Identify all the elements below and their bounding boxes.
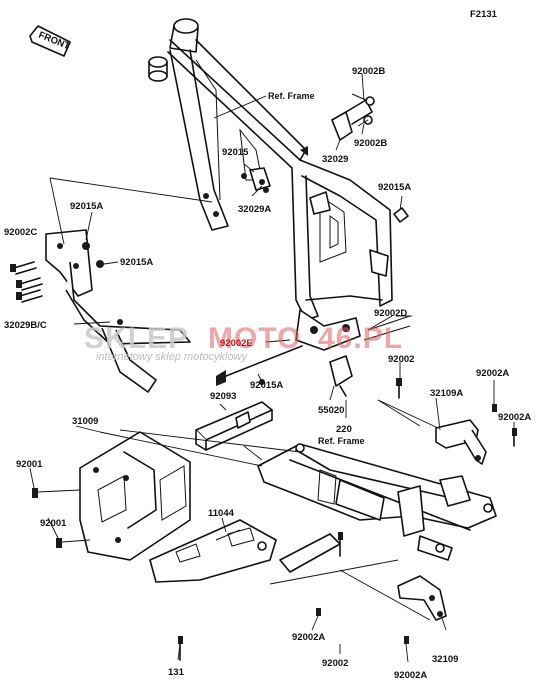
bracket-32029bc-illustration [10,229,191,393]
label-92015a-right: 92015A [378,182,411,193]
label-92001-a: 92001 [16,459,43,470]
label-92002e: 92002E [220,338,253,349]
plate-11044-illustration [149,519,277,583]
label-92093: 92093 [210,391,236,402]
label-92002b-b: 92002B [354,138,387,149]
label-92002-right: 92002 [388,354,414,365]
label-92015a-left: 92015A [70,201,103,212]
label-32029: 32029 [322,154,348,165]
label-55020: 55020 [318,405,344,416]
part-labels: Ref. Frame 92002B 92002B 32029 92015 320… [4,66,531,681]
label-92002a-right: 92002A [476,368,509,379]
label-92001-b: 92001 [40,518,67,529]
watermark: SKLEP MOTO 46.PL internetowy sklep motoc… [84,322,403,363]
label-ref-frame-low: Ref. Frame [318,436,365,446]
label-92002c: 92002C [4,227,37,238]
label-92002a-bottom2: 92002A [394,670,427,681]
label-92015: 92015 [222,147,249,158]
cover-92093-illustration [195,401,273,451]
label-92002a-bottom1: 92002A [292,632,325,643]
fastener-group-upper [216,179,411,399]
label-31009: 31009 [72,416,98,427]
bracket-32109a-illustration [435,404,517,465]
label-220: 220 [336,424,352,435]
watermark-brand-left: SKLEP [84,322,189,355]
label-92015a-mid: 92015A [120,257,153,268]
watermark-brand-mid: MOTO [208,322,301,355]
bracket-32109-illustration [178,532,447,661]
label-11044: 11044 [208,508,235,519]
side-cover-31009-illustration [32,431,191,561]
label-32109a: 32109A [430,388,463,399]
label-131: 131 [168,667,185,678]
label-92002-bottom: 92002 [322,658,348,669]
label-92002d: 92002D [374,308,407,319]
main-frame-illustration [148,18,393,351]
label-92002a-right2: 92002A [498,412,531,423]
figure-code: F2131 [470,9,498,20]
front-arrow-icon: FRONT [29,25,71,57]
bracket-32029-illustration [331,93,375,141]
watermark-brand-right: 46.PL [318,322,403,355]
leader-lines [29,73,515,663]
label-92002b-a: 92002B [352,66,385,77]
label-32029a: 32029A [238,204,271,215]
label-32109: 32109 [432,654,458,665]
label-ref-frame-top: Ref. Frame [268,91,315,101]
watermark-tagline: internetowy sklep motocyklowy [96,351,249,363]
label-32029bc: 32029B/C [4,320,47,331]
lower-subframe-illustration [257,443,497,573]
label-92015a-low: 92015A [250,380,283,391]
